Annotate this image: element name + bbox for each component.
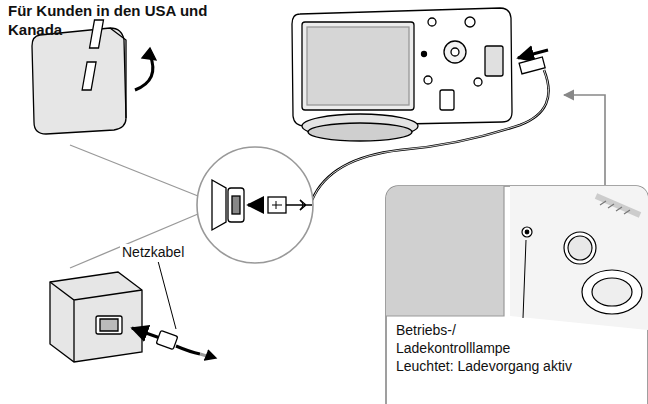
- ac-adapter: [50, 261, 216, 362]
- part-label: Betriebs-/ Ladekontrolllampe: [394, 322, 548, 357]
- callout-box: [386, 186, 648, 404]
- camera: [292, 8, 512, 141]
- heading: Für Kunden in den USA und Kanada: [8, 2, 223, 40]
- magnifier: [70, 145, 313, 268]
- arrow-to-callout: [564, 95, 605, 185]
- part-label: Netzkabel: [120, 244, 186, 262]
- status-note: Leuchtet: Ladevorgang aktiv: [394, 358, 608, 376]
